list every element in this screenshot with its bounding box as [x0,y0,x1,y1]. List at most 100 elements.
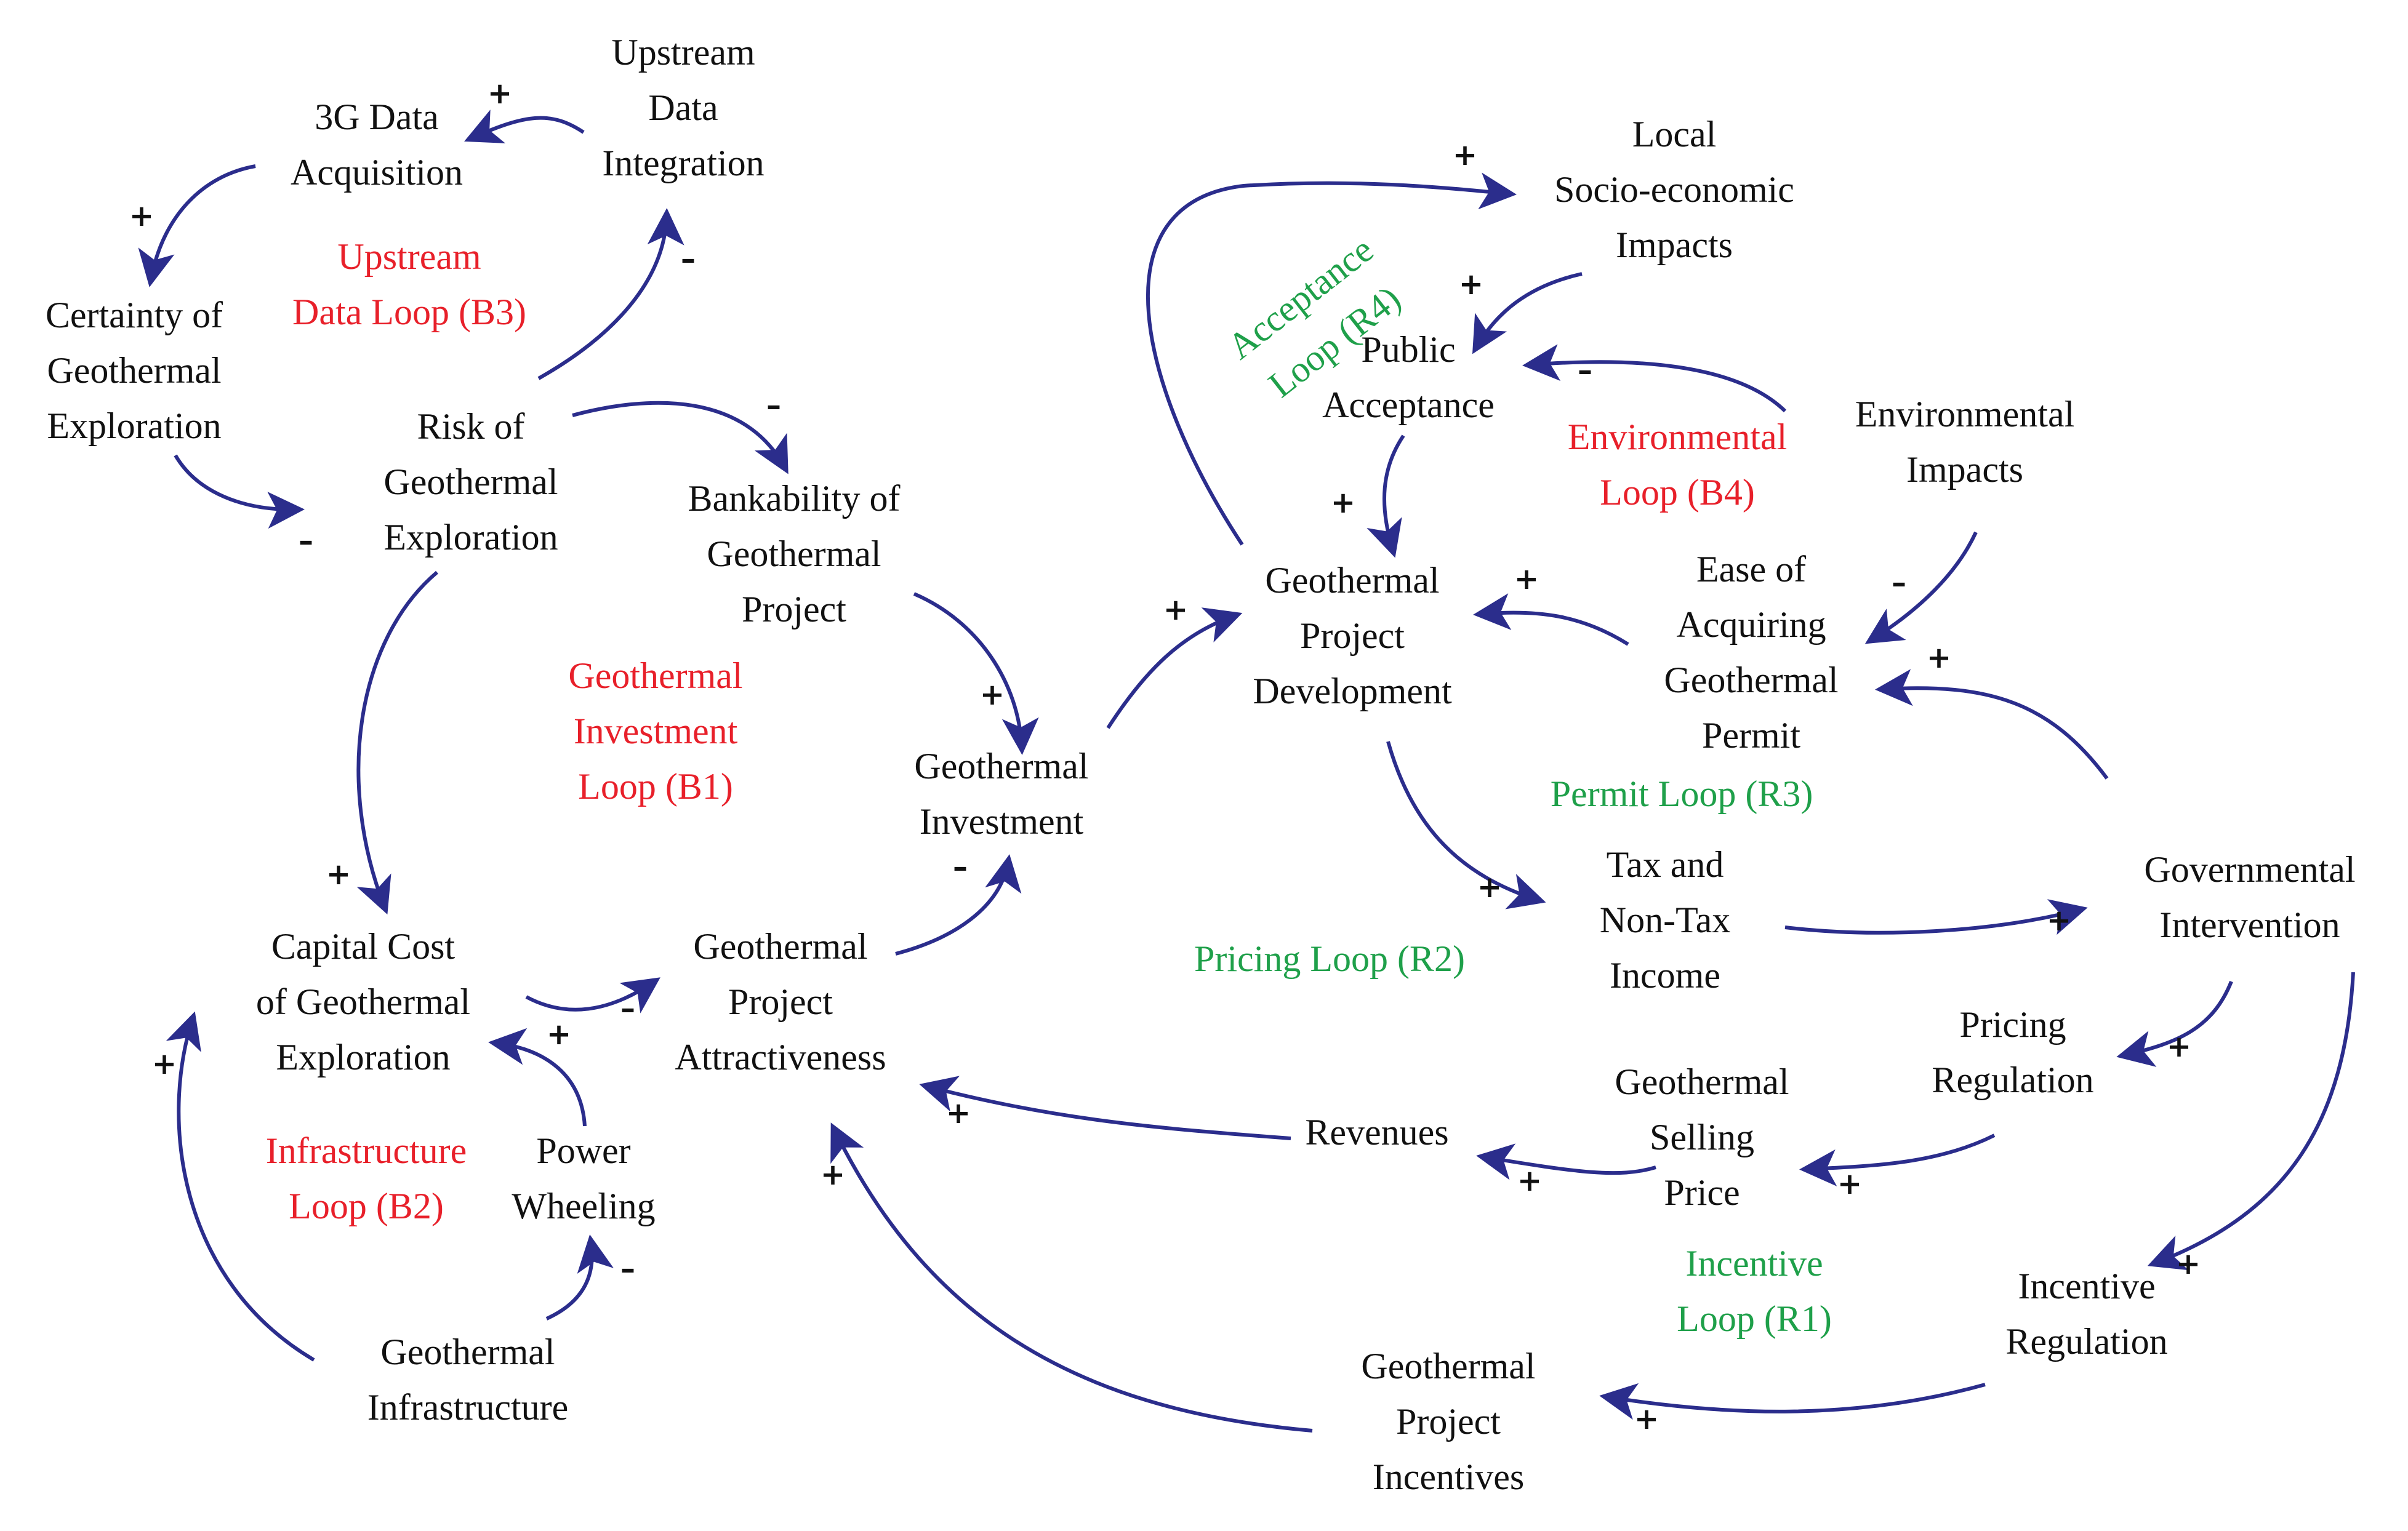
node-label-line: Regulation [2005,1321,2167,1362]
causal-link-geothermal-investment-to-project-development: + [1106,593,1243,729]
link-polarity: + [1331,486,1355,520]
node-label-line: Development [1253,671,1452,711]
causal-link-geothermal-infrastructure-to-power-wheeling: + [152,1011,315,1362]
link-arrow [1784,899,2088,935]
node-label-line: Incentive [2018,1266,2155,1306]
link-arrow [1472,272,1583,354]
node-label-line: Exploration [47,406,221,446]
node-label-line: Pricing [1959,1004,2066,1045]
link-arrow [1106,607,1243,729]
node-label-line: Investment [920,801,1084,842]
link-polarity: + [547,1017,571,1052]
node-label-line: Acquiring [1676,604,1826,645]
node-label-line: Wheeling [512,1186,655,1226]
node-label-line: Geothermal [707,534,881,574]
link-polarity: – [299,524,313,558]
link-arrow [1875,669,2109,780]
node-label-line: Socio-economic [1554,169,1794,210]
link-arrow [1473,593,1629,646]
link-arrow [138,164,256,287]
node-label-line: Selling [1650,1117,1754,1157]
node-label-line: Upstream [611,32,755,73]
link-arrow [1522,344,1787,413]
link-polarity: + [129,199,154,233]
link-arrow [919,1076,1291,1140]
link-arrow [1799,1133,1996,1186]
causal-link-incentive-regulation-to-project-incentives: + [1599,1383,1986,1436]
loop-label-line: Permit Loop (R3) [1551,773,1813,814]
link-arrow [1146,172,1517,546]
node-label-line: Geothermal [1265,560,1439,601]
link-polarity: – [620,991,635,1026]
node-label-line: Ease of [1696,549,1806,590]
node-label-line: Infrastructure [367,1387,568,1428]
node-label-line: Income [1610,955,1720,996]
node-label-line: Geothermal [914,746,1088,786]
node-label-line: Exploration [383,517,558,558]
causal-link-pricing-regulation-to-selling-price: + [1799,1133,1996,1201]
link-polarity: – [681,242,696,276]
link-polarity: + [1163,593,1188,627]
node-label-line: Geothermal [693,926,867,967]
link-arrow [356,570,438,915]
node-label-line: Geothermal [1615,1061,1789,1102]
loop-label-line: Infrastructure [266,1130,467,1171]
link-arrow [2147,972,2355,1271]
link-arrow [1386,741,1546,909]
link-arrow [830,1122,1313,1433]
link-arrow [895,854,1022,956]
causal-link-revenues-to-project-attractiveness: + [919,1076,1291,1140]
link-polarity: + [2047,903,2071,938]
causal-link-data-acquisition-3g-to-certainty-exploration: + [129,164,256,287]
causal-link-governmental-intervention-to-pricing-regulation: + [2116,980,2233,1067]
node-label-line: Environmental [1855,394,2075,434]
node-label-line: Non-Tax [1600,900,1730,940]
link-polarity: – [766,388,781,423]
link-polarity: + [1517,1164,1542,1198]
node-label-line: Risk of [417,406,524,447]
node-label-line: Geothermal [47,350,221,391]
link-polarity: – [620,1252,635,1286]
loop-label-line: Loop (B1) [578,766,733,807]
causal-link-environmental-impacts-to-public-acceptance: – [1522,344,1787,413]
causal-link-capital-cost-to-project-attractiveness: – [525,977,660,1026]
node-label-line: Incentives [1373,1457,1525,1497]
loop-label-pricing: Pricing Loop (R2) [1194,938,1465,979]
causal-link-local-impacts-to-public-acceptance: + [1459,267,1583,354]
link-polarity: – [953,850,968,884]
link-polarity: + [1459,267,1483,302]
node-label-line: Geothermal [380,1332,555,1372]
loop-label-line: Loop (R1) [1677,1298,1832,1339]
node-label-line: Regulation [1932,1060,2093,1100]
node-label-line: Revenues [1305,1112,1448,1153]
link-polarity: + [1477,870,1502,905]
node-label-line: Exploration [276,1037,450,1077]
causal-link-upstream-data-integration-to-data-acquisition-3g: + [464,76,585,143]
link-polarity: + [2176,1247,2201,1281]
causal-link-power-wheeling-to-capital-cost: – [545,1234,635,1321]
node-label-line: Intervention [2159,905,2340,945]
node-label-line: 3G Data [315,97,439,137]
loop-label-line: Data Loop (B3) [292,292,526,332]
loop-label-acceptance: AcceptanceLoop (R4) [1220,229,1415,410]
link-polarity: + [1634,1402,1659,1436]
node-label-line: Governmental [2144,849,2355,890]
link-arrow [1864,531,1978,644]
causal-link-bankability-to-geothermal-investment: + [913,592,1039,755]
